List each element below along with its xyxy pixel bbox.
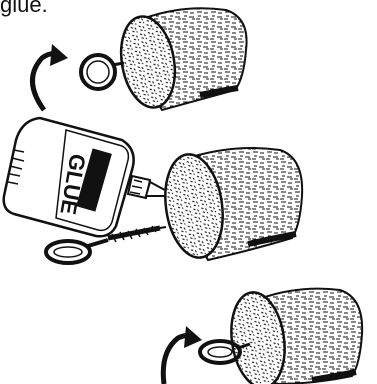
glue-bottle-icon: GLUE ELMER'S xyxy=(4,118,190,236)
cork-icon xyxy=(226,289,363,384)
rotate-arrow-icon xyxy=(32,44,68,110)
rotate-arrow-icon xyxy=(163,326,202,384)
screw-eye-icon xyxy=(81,55,124,89)
cork-icon xyxy=(114,8,246,112)
cork-icon xyxy=(159,148,302,261)
top-cork-group xyxy=(32,8,246,112)
glue-bottle-group: GLUE ELMER'S xyxy=(4,118,190,236)
bottom-cork-group xyxy=(163,289,362,384)
